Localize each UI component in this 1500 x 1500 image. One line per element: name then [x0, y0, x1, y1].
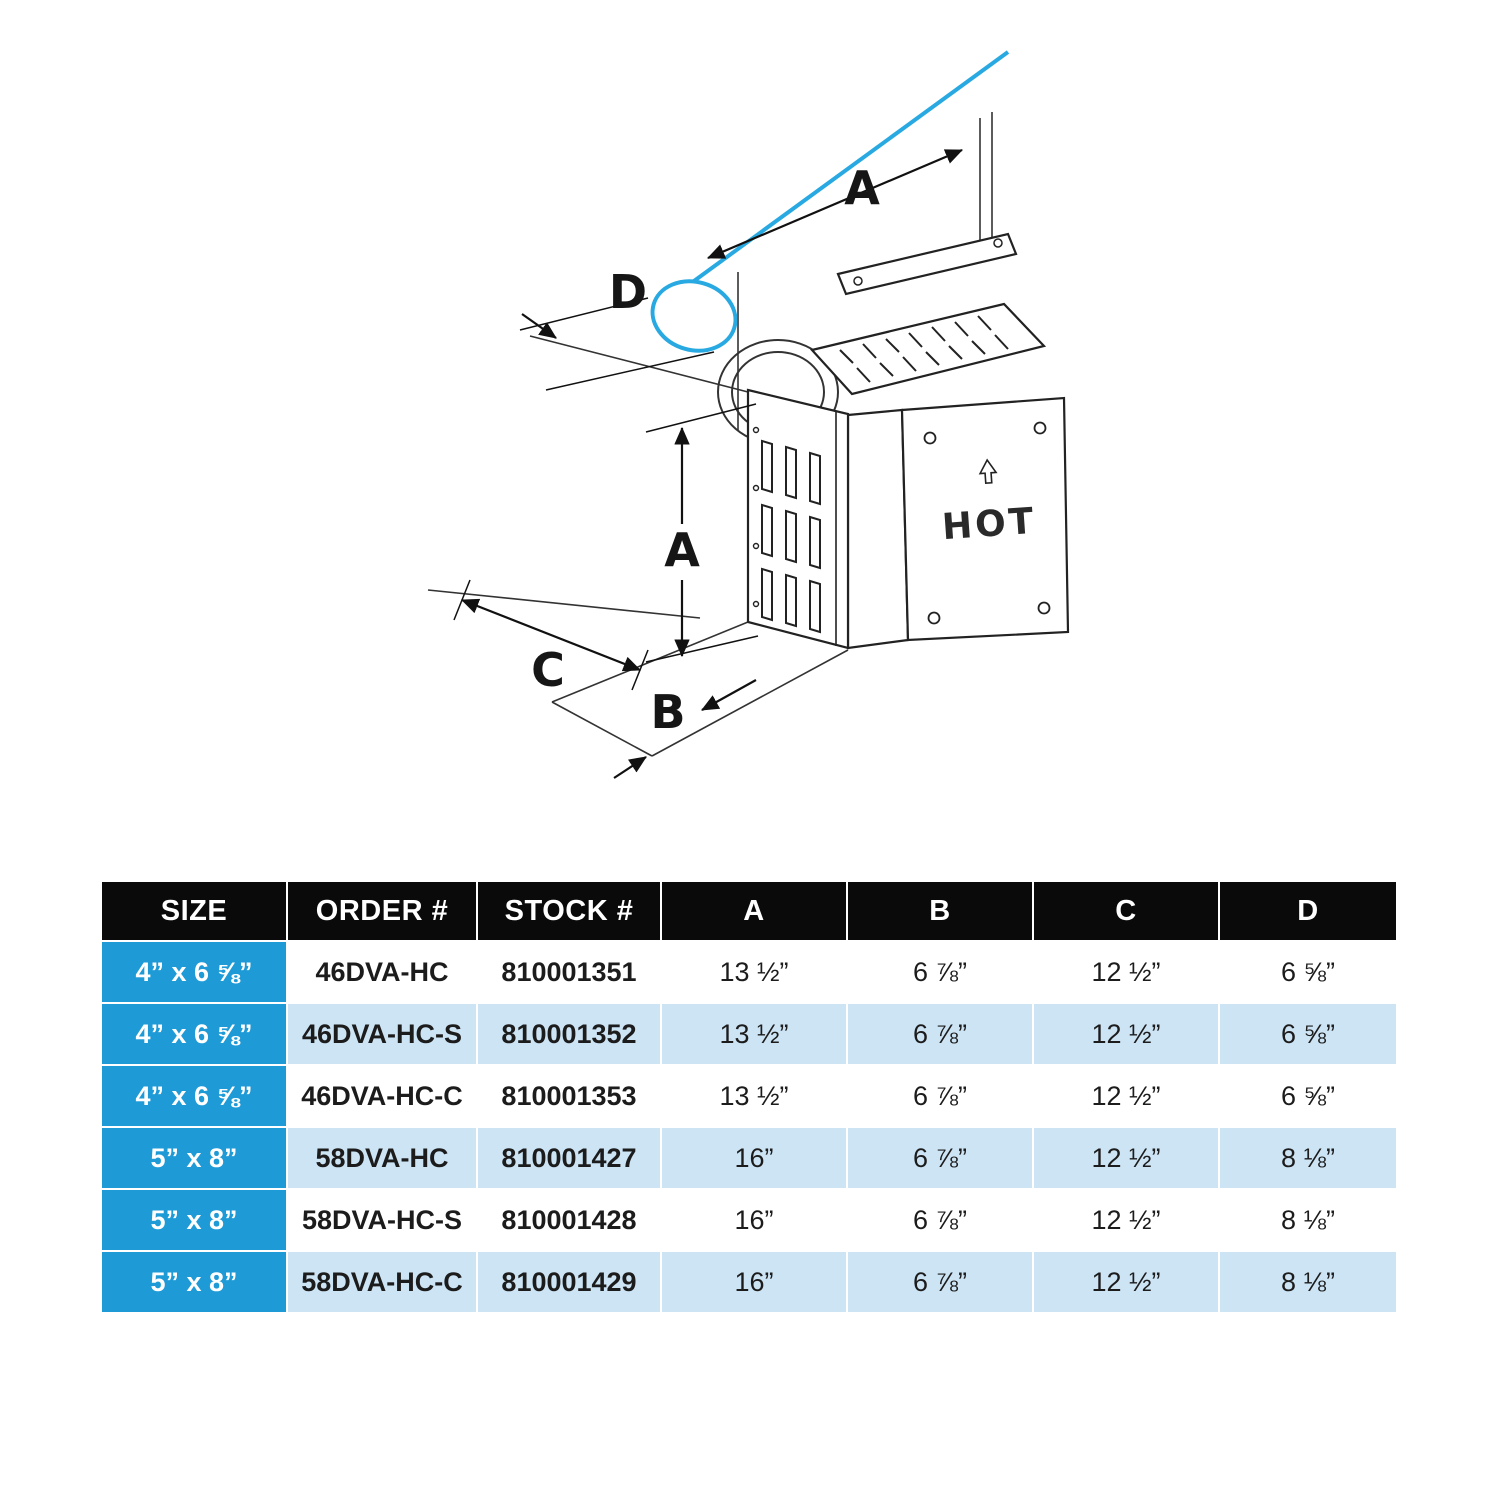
- cell-size: 4” x 6 ⅝”: [100, 940, 288, 1004]
- cell-size: 4” x 6 ⅝”: [100, 1002, 288, 1066]
- dim-label-a-vertical: A: [664, 523, 700, 577]
- cell-stock: 810001353: [476, 1064, 662, 1128]
- cell-c: 12 ½”: [1032, 1002, 1220, 1066]
- pipe-opening-circle: [650, 279, 738, 353]
- spec-table: SIZE ORDER # STOCK # A B C D 4” x 6 ⅝” 4…: [100, 880, 1398, 1314]
- cell-a: 16”: [660, 1126, 848, 1190]
- cell-a: 13 ½”: [660, 1064, 848, 1128]
- cell-order: 58DVA-HC: [286, 1126, 478, 1190]
- table-row: 4” x 6 ⅝” 46DVA-HC-S 810001352 13 ½” 6 ⅞…: [100, 1002, 1398, 1066]
- cell-c: 12 ½”: [1032, 1188, 1220, 1252]
- side-face: [846, 408, 910, 650]
- table-row: 4” x 6 ⅝” 46DVA-HC 810001351 13 ½” 6 ⅞” …: [100, 940, 1398, 1004]
- table-row: 5” x 8” 58DVA-HC 810001427 16” 6 ⅞” 12 ½…: [100, 1126, 1398, 1190]
- cell-a: 16”: [660, 1250, 848, 1314]
- cell-d: 6 ⅝”: [1218, 1064, 1398, 1128]
- header-row: SIZE ORDER # STOCK # A B C D: [100, 880, 1398, 942]
- plate-screws: [923, 421, 1051, 625]
- dim-label-a-top: A: [844, 161, 880, 215]
- cell-a: 16”: [660, 1188, 848, 1252]
- cell-d: 8 ⅛”: [1218, 1188, 1398, 1252]
- cell-c: 12 ½”: [1032, 1064, 1220, 1128]
- col-header-a: A: [660, 880, 848, 942]
- cell-order: 46DVA-HC-C: [286, 1064, 478, 1128]
- dim-d-arrow: [521, 313, 557, 339]
- top-louvers: [839, 315, 1009, 383]
- cell-size: 4” x 6 ⅝”: [100, 1064, 288, 1128]
- cell-b: 6 ⅞”: [846, 1064, 1034, 1128]
- cell-stock: 810001428: [476, 1188, 662, 1252]
- pipe: [650, 50, 1010, 353]
- cell-b: 6 ⅞”: [846, 1188, 1034, 1252]
- table-row: 5” x 8” 58DVA-HC-C 810001429 16” 6 ⅞” 12…: [100, 1250, 1398, 1314]
- dim-b-arrow-lower: [613, 756, 647, 779]
- front-rivets: [752, 426, 760, 608]
- cell-stock: 810001427: [476, 1126, 662, 1190]
- col-header-order: ORDER #: [286, 880, 478, 942]
- cap-body: HOT: [746, 232, 1070, 650]
- top-rim: [836, 232, 1018, 296]
- cell-a: 13 ½”: [660, 940, 848, 1004]
- col-header-b: B: [846, 880, 1034, 942]
- top-louver-panel: [809, 302, 1047, 396]
- cell-b: 6 ⅞”: [846, 1002, 1034, 1066]
- cell-size: 5” x 8”: [100, 1188, 288, 1252]
- table-row: 4” x 6 ⅝” 46DVA-HC-C 810001353 13 ½” 6 ⅞…: [100, 1064, 1398, 1128]
- cell-order: 58DVA-HC-S: [286, 1188, 478, 1252]
- col-header-size: SIZE: [100, 880, 288, 942]
- spec-table-section: SIZE ORDER # STOCK # A B C D 4” x 6 ⅝” 4…: [100, 880, 1398, 1314]
- hot-up-arrow-icon: [978, 458, 998, 485]
- label-mask: [662, 524, 702, 580]
- cell-b: 6 ⅞”: [846, 1250, 1034, 1314]
- front-louvers: [761, 439, 821, 634]
- col-header-stock: STOCK #: [476, 880, 662, 942]
- cell-order: 46DVA-HC-S: [286, 1002, 478, 1066]
- dim-label-c: C: [531, 643, 565, 697]
- cell-stock: 810001351: [476, 940, 662, 1004]
- cell-d: 6 ⅝”: [1218, 1002, 1398, 1066]
- cell-order: 46DVA-HC: [286, 940, 478, 1004]
- dim-c-line: [460, 598, 642, 672]
- vent-cap-diagram: HOT A D A C B: [427, 50, 1070, 779]
- col-header-d: D: [1218, 880, 1398, 942]
- cell-b: 6 ⅞”: [846, 940, 1034, 1004]
- cell-c: 12 ½”: [1032, 940, 1220, 1004]
- dim-b-arrow-upper: [701, 679, 757, 711]
- cell-b: 6 ⅞”: [846, 1126, 1034, 1190]
- cell-size: 5” x 8”: [100, 1126, 288, 1190]
- cell-d: 6 ⅝”: [1218, 940, 1398, 1004]
- dim-label-b: B: [650, 685, 685, 739]
- cell-stock: 810001429: [476, 1250, 662, 1314]
- cell-d: 8 ⅛”: [1218, 1126, 1398, 1190]
- cell-order: 58DVA-HC-C: [286, 1250, 478, 1314]
- col-header-c: C: [1032, 880, 1220, 942]
- table-row: 5” x 8” 58DVA-HC-S 810001428 16” 6 ⅞” 12…: [100, 1188, 1398, 1252]
- plate-hot-label: HOT: [941, 501, 1038, 548]
- cell-size: 5” x 8”: [100, 1250, 288, 1314]
- cell-stock: 810001352: [476, 1002, 662, 1066]
- cell-d: 8 ⅛”: [1218, 1250, 1398, 1314]
- cell-c: 12 ½”: [1032, 1126, 1220, 1190]
- cell-c: 12 ½”: [1032, 1250, 1220, 1314]
- cell-a: 13 ½”: [660, 1002, 848, 1066]
- dim-a-top-line: [706, 148, 964, 260]
- dim-label-d: D: [609, 265, 647, 319]
- mounting-plate: [900, 396, 1070, 642]
